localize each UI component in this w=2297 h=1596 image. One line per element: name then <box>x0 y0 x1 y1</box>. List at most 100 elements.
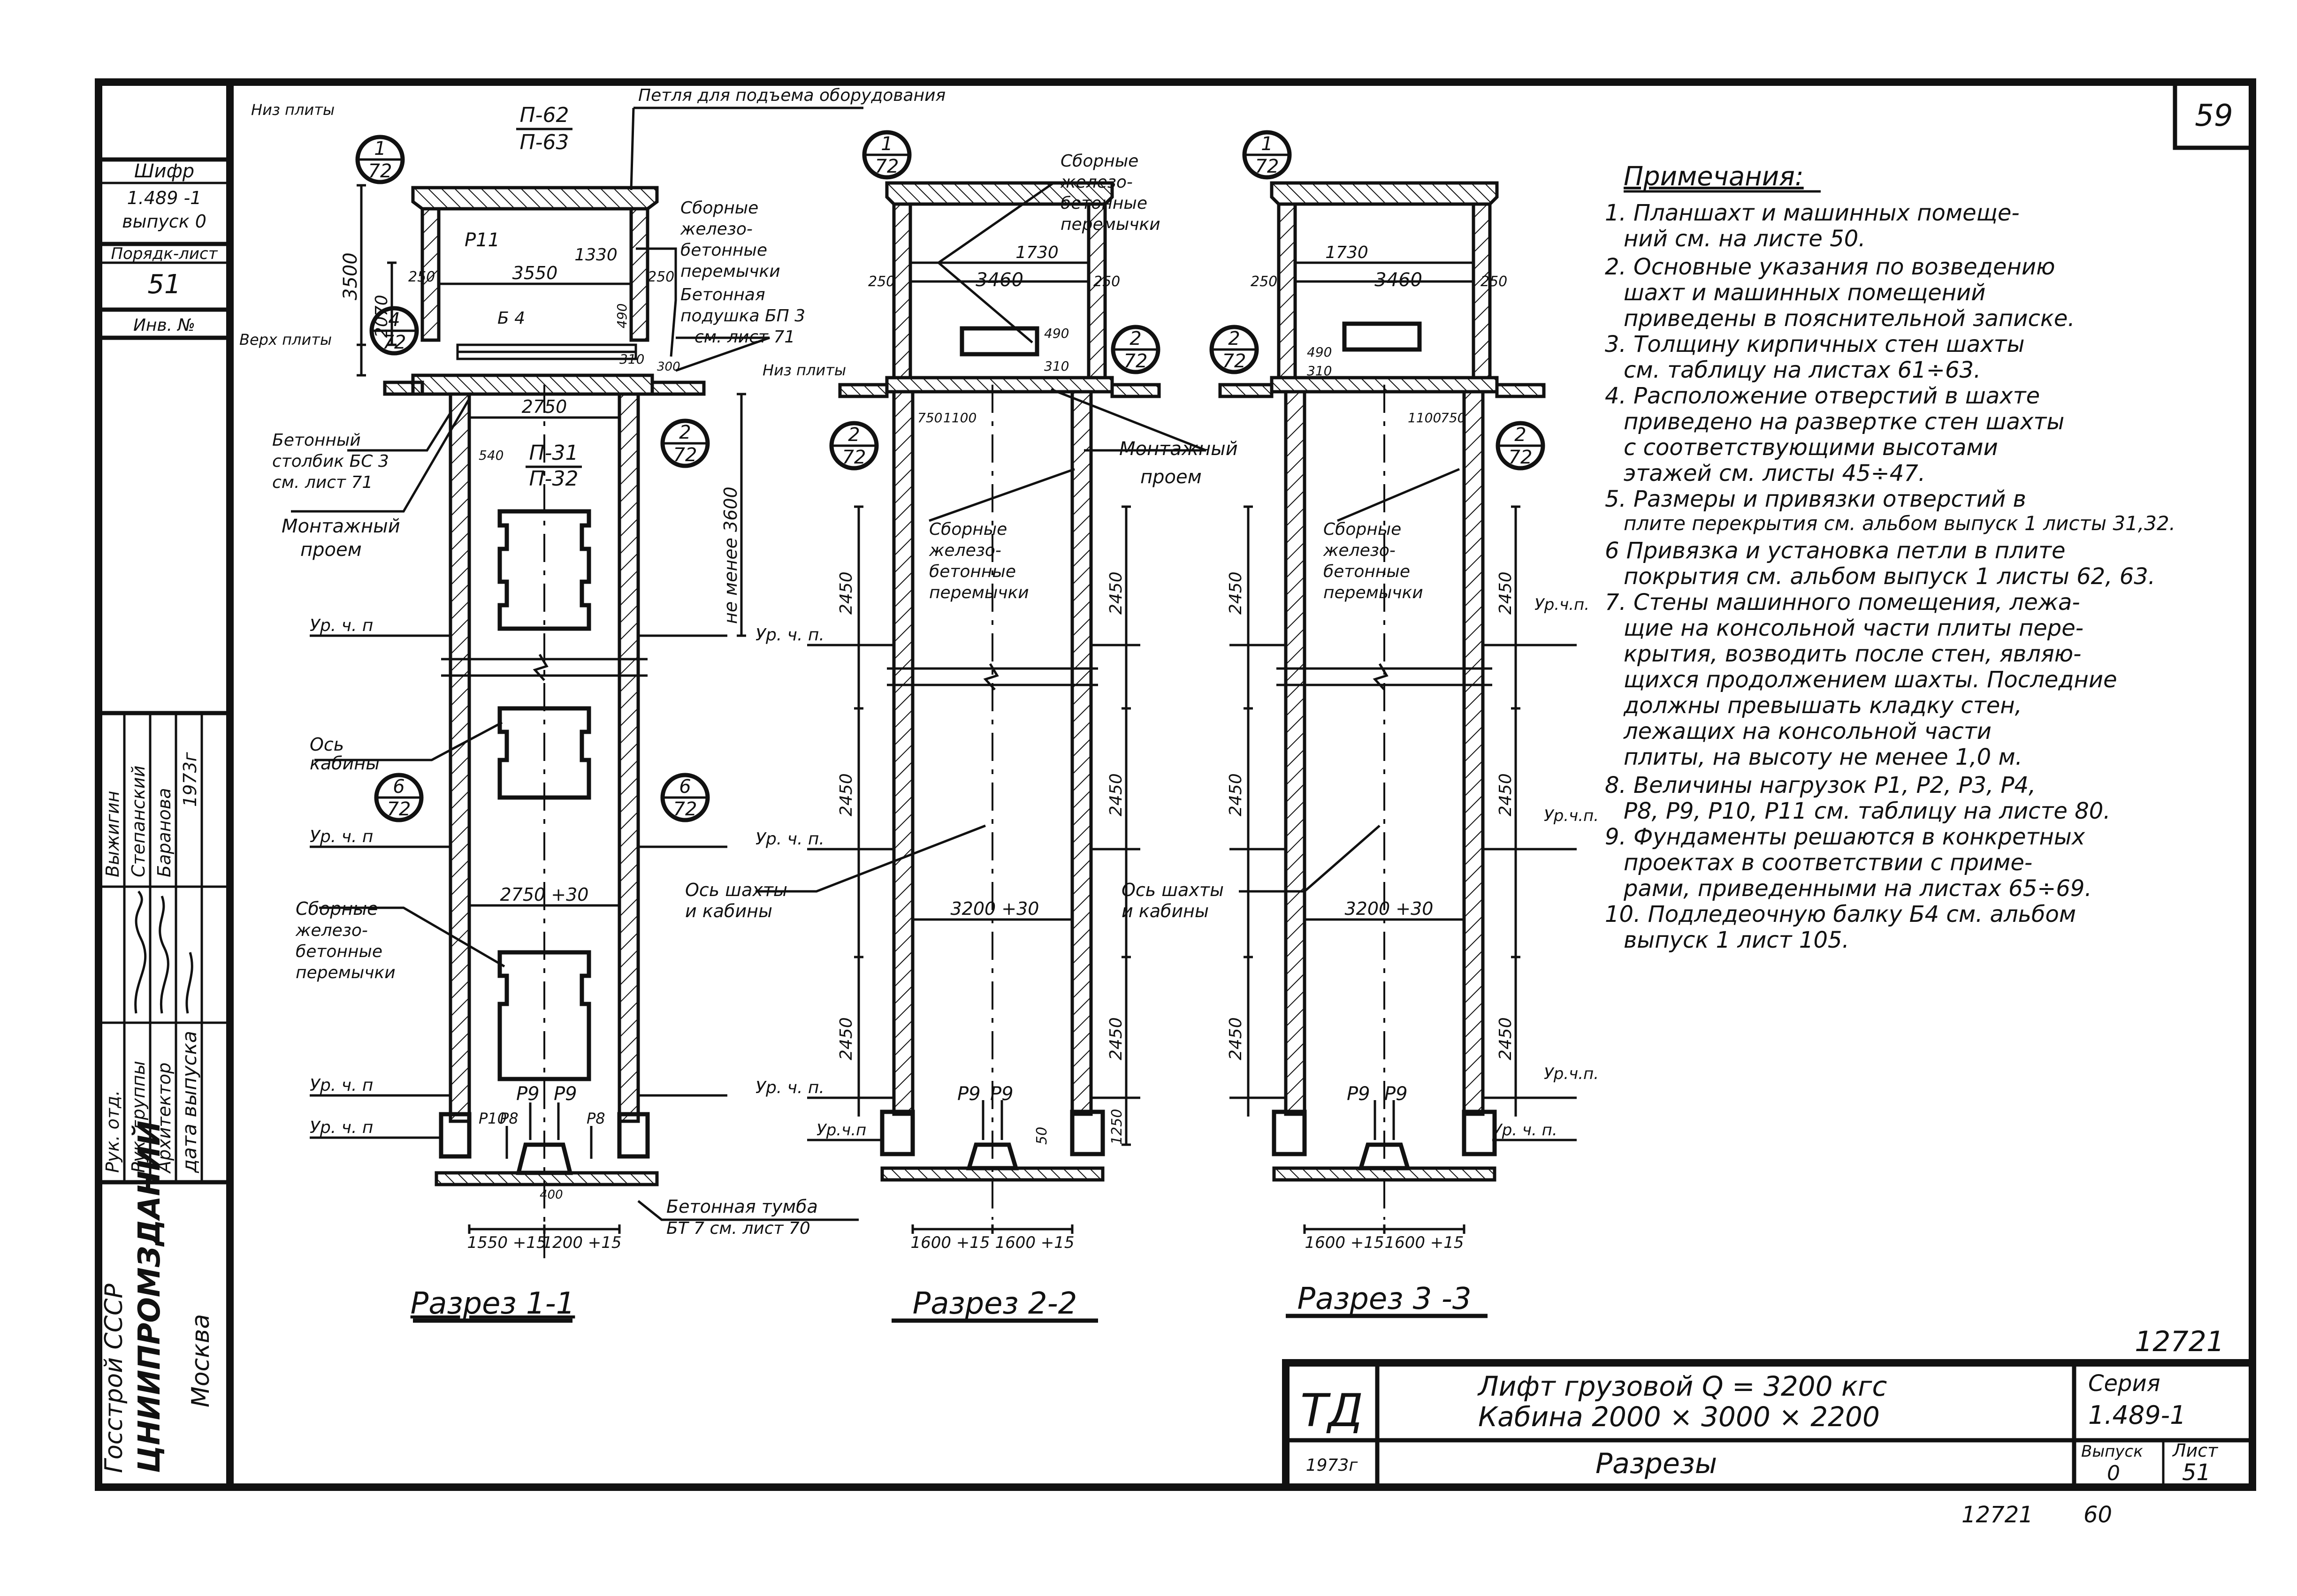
stamp-number-bottom: 12721 <box>1961 1502 2033 1528</box>
note-8b: P8, P9, P10, P11 см. таблицу на листе 80… <box>1624 798 2111 824</box>
note-8a: 8. Величины нагрузок P1, P2, P3, P4, <box>1605 772 2036 798</box>
p31: П-31 <box>529 441 579 465</box>
loop-label: Петля для подъема оборудования <box>638 86 946 105</box>
svg-text:2: 2 <box>1228 328 1240 350</box>
shaft-wall-right-2 <box>1070 390 1093 1116</box>
dim-1250-2: 1250 <box>1109 1109 1125 1145</box>
load-p9-3b: P9 <box>1384 1083 1408 1105</box>
dim-3500: 3500 <box>340 252 361 300</box>
dim-310-2: 310 <box>1044 358 1069 374</box>
note-4d: этажей см. листы 45÷47. <box>1624 460 1925 486</box>
load-p8b: P8 <box>587 1110 605 1127</box>
niz-plity-label: Низ плиты <box>251 101 335 119</box>
svg-text:72: 72 <box>673 444 697 466</box>
opening-label-1: Монтажный <box>282 516 400 537</box>
level-1d: Ур. ч. п <box>310 1118 373 1137</box>
roof-slab-1 <box>411 186 659 211</box>
staff-role-1: Рук. отд. <box>102 1090 123 1173</box>
dim-2450-3a: 2450 <box>1226 571 1245 615</box>
td-logo: ТД <box>1300 1384 1363 1437</box>
note-5b: плите перекрытия см. альбом выпуск 1 лис… <box>1624 512 2175 535</box>
sheet-label: Лист <box>2172 1440 2219 1461</box>
svg-text:2: 2 <box>1514 424 1526 446</box>
staff-name-2: Степанский <box>128 766 149 877</box>
prefab-top-2c: бетонные <box>1061 194 1147 213</box>
load-p9a: P9 <box>516 1083 540 1105</box>
title-line-1: Лифт грузовой Q = 3200 кгс <box>1477 1370 1887 1402</box>
dim-2450-2e: 2450 <box>1107 773 1126 816</box>
load-p9-2a: P9 <box>957 1083 981 1105</box>
prefab-top-2b: железо- <box>1060 173 1133 192</box>
dim-1600a-3: 1600 +15 <box>1305 1233 1384 1252</box>
dim-2450-3b: 2450 <box>1226 773 1245 816</box>
shaft-wall-right-1 <box>618 392 640 1123</box>
slab-ext-left-1 <box>383 380 424 396</box>
dim-3600: не менее 3600 <box>720 486 741 624</box>
opening-2a: Монтажный <box>1119 438 1238 460</box>
pit-slab-1 <box>435 1171 659 1186</box>
prefab-2b: железо- <box>929 541 1001 560</box>
signature-2 <box>159 896 169 1014</box>
svg-text:4: 4 <box>388 309 400 331</box>
dim-250b-2: 250 <box>1093 274 1120 290</box>
prefab-label-1d: перемычки <box>680 262 780 281</box>
prefab-label-1c: бетонные <box>680 241 767 260</box>
dim-250a-3: 250 <box>1251 274 1277 290</box>
cabin-1 <box>497 509 591 631</box>
svg-text:72: 72 <box>1509 447 1533 468</box>
dim-1600b-2: 1600 +15 <box>995 1233 1074 1252</box>
pit-slab-3 <box>1272 1166 1496 1182</box>
issue-label: Выпуск <box>2081 1442 2143 1461</box>
org-2: ЦНИИПРОМЗДАНИЙ <box>131 1121 167 1473</box>
pad-label-1: Бетонная <box>680 285 765 304</box>
date-label: дата выпуска <box>178 1031 201 1173</box>
signature-1 <box>134 890 147 1014</box>
section-3-3: 1 72 2 72 2 72 Сборные железо- бетонные … <box>1122 130 1599 1318</box>
note-3a: 3. Толщину кирпичных стен шахты <box>1605 331 2025 357</box>
prefab-2a: Сборные <box>929 520 1007 539</box>
callout-4-72: 4 72 <box>369 306 419 356</box>
roof-slab-3 <box>1270 181 1499 206</box>
level-1a: Ур. ч. п <box>310 616 373 635</box>
prefab2-label-c: бетонные <box>296 942 382 961</box>
svg-text:6: 6 <box>393 776 404 798</box>
note-5a: 5. Размеры и привязки отверстий в <box>1605 486 2026 512</box>
svg-text:1: 1 <box>374 138 386 160</box>
axis-3b: и кабины <box>1122 901 1209 921</box>
load-p8a: P8 <box>500 1110 519 1127</box>
beam-2 <box>960 326 1039 357</box>
page-number: 59 <box>2195 99 2233 133</box>
callout-1-72-a: 1 72 <box>355 135 405 184</box>
dim-540: 540 <box>479 448 504 463</box>
level-2c: Ур. ч. п. <box>755 1078 824 1097</box>
load-p9b: P9 <box>554 1083 577 1105</box>
dim-490: 490 <box>614 304 630 328</box>
pit-block-right-3 <box>1462 1110 1497 1156</box>
album-sheet-label: Порядк-лист <box>111 244 218 263</box>
series-label: Серия <box>2088 1370 2160 1397</box>
org-1: Госстрой СССР <box>100 1284 128 1473</box>
svg-text:72: 72 <box>1222 350 1246 372</box>
title-block: 12721 ТД Лифт грузовой Q = 3200 кгс Каби… <box>1282 1325 2256 1528</box>
svg-text:2: 2 <box>848 424 860 446</box>
shaft-wall-left-3 <box>1284 390 1306 1116</box>
shifr-label: Шифр <box>134 160 194 182</box>
dim-2750b: 2750 +30 <box>500 884 589 905</box>
callout-2-72-d: 2 72 <box>1209 325 1259 374</box>
p63: П-63 <box>520 130 569 154</box>
svg-text:1: 1 <box>881 133 893 155</box>
stamp-series: 1.489 -1 <box>127 188 202 208</box>
svg-text:72: 72 <box>1124 350 1148 372</box>
note-4c: с соответствующими высотами <box>1624 434 1998 461</box>
prefab-top-2a: Сборные <box>1061 152 1138 171</box>
section-2-2: 1 72 2 72 2 72 Сборные железо- бетонные … <box>685 130 1238 1323</box>
dim-1330: 1330 <box>574 245 618 265</box>
cabin-3 <box>497 950 591 1081</box>
prefab-2d: перемычки <box>929 583 1029 602</box>
section-title-1: Разрез 1-1 <box>411 1286 575 1321</box>
stamp-issue: выпуск 0 <box>122 211 206 232</box>
notes-title: Примечания: <box>1624 161 1804 192</box>
note-10a: 10. Подледеочную балку Б4 см. альбом <box>1605 901 2076 927</box>
dim-250b: 250 <box>648 269 674 285</box>
